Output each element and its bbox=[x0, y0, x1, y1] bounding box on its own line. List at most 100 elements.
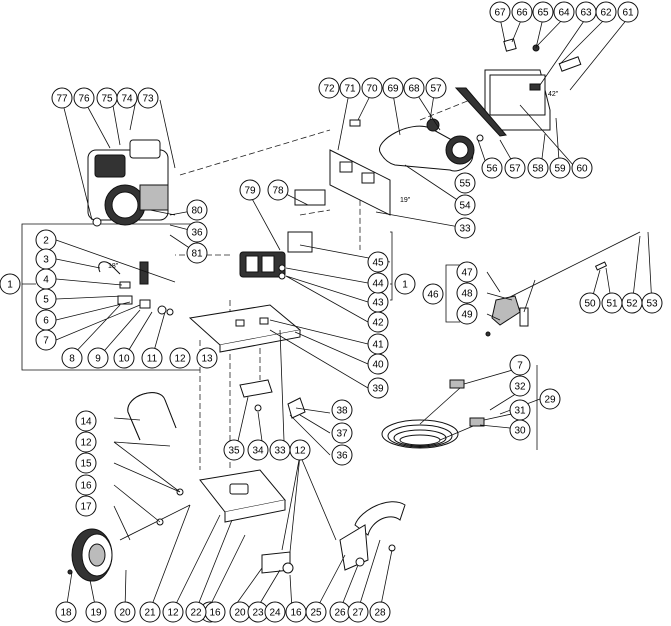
callout-68: 68 bbox=[403, 77, 425, 99]
callout-label: 74 bbox=[121, 94, 133, 105]
callout-circle bbox=[454, 217, 476, 239]
callout-52: 52 bbox=[621, 292, 643, 314]
belt-guard bbox=[454, 38, 582, 137]
callout-47: 47 bbox=[456, 261, 478, 283]
callout-label: 57 bbox=[430, 84, 442, 95]
callout-56: 56 bbox=[481, 157, 503, 179]
callout-circle bbox=[137, 87, 159, 109]
callout-circle bbox=[509, 354, 531, 376]
callout-label: 58 bbox=[532, 164, 544, 175]
callout-circle bbox=[456, 303, 478, 325]
callout-circle bbox=[456, 282, 478, 304]
callout-62: 62 bbox=[595, 1, 617, 23]
callout-circle bbox=[75, 474, 97, 496]
callout-77: 77 bbox=[51, 87, 73, 109]
callout-label: 9 bbox=[95, 354, 101, 365]
callout-10: 10 bbox=[113, 347, 135, 369]
callout-circle bbox=[114, 601, 136, 623]
callout-label: 49 bbox=[461, 310, 473, 321]
callout-76: 76 bbox=[73, 87, 95, 109]
callout-38: 38 bbox=[331, 399, 353, 421]
callout-57: 57 bbox=[425, 77, 447, 99]
callout-label: 36 bbox=[336, 451, 348, 462]
callout-circle bbox=[318, 77, 340, 99]
callout-label: 17 bbox=[80, 502, 92, 513]
callout-label: 12 bbox=[174, 354, 186, 365]
callout-circle bbox=[141, 347, 163, 369]
callout-label: 45 bbox=[372, 258, 384, 269]
callout-circle bbox=[367, 272, 389, 294]
callout-label: 12 bbox=[80, 438, 92, 449]
callout-50: 50 bbox=[579, 292, 601, 314]
callout-circle bbox=[347, 601, 369, 623]
wheel bbox=[67, 528, 113, 582]
callout-30: 30 bbox=[509, 419, 531, 441]
callout-circle bbox=[539, 388, 561, 410]
callout-48: 48 bbox=[456, 282, 478, 304]
callout-label: 36 bbox=[191, 228, 203, 239]
callout-55: 55 bbox=[454, 172, 476, 194]
callout-circle bbox=[87, 347, 109, 369]
group-bracket-pump bbox=[390, 231, 393, 301]
callout-78: 78 bbox=[267, 179, 289, 201]
callout-label: 23 bbox=[252, 608, 264, 619]
callout-29: 29 bbox=[539, 388, 561, 410]
cart-frame bbox=[119, 469, 286, 541]
callout-circle bbox=[454, 172, 476, 194]
callout-65: 65 bbox=[532, 1, 554, 23]
callout-41: 41 bbox=[367, 333, 389, 355]
callout-label: 47 bbox=[461, 268, 473, 279]
callout-label: 24 bbox=[269, 608, 281, 619]
callout-circle bbox=[35, 329, 57, 351]
callout-6: 6 bbox=[35, 309, 57, 331]
callout-label: 11 bbox=[147, 354, 158, 365]
callout-45: 45 bbox=[367, 251, 389, 273]
callout-label: 33 bbox=[274, 446, 286, 457]
callout-circle bbox=[186, 221, 208, 243]
callout-39: 39 bbox=[367, 377, 389, 399]
pump-assembly bbox=[239, 231, 313, 280]
callout-label: 77 bbox=[56, 94, 68, 105]
callout-circle bbox=[617, 1, 639, 23]
callout-circle bbox=[504, 157, 526, 179]
callout-label: 20 bbox=[119, 608, 131, 619]
callout-circle bbox=[186, 242, 208, 264]
callout-label: 75 bbox=[101, 94, 113, 105]
callout-13: 13 bbox=[196, 347, 218, 369]
callout-12: 12 bbox=[289, 439, 311, 461]
callout-circle bbox=[35, 288, 57, 310]
callout-31: 31 bbox=[509, 399, 531, 421]
callout-11: 11 bbox=[141, 347, 163, 369]
callout-label: 18 bbox=[60, 608, 72, 619]
callout-35: 35 bbox=[223, 439, 245, 461]
callout-label: 68 bbox=[408, 84, 420, 95]
callout-label: 80 bbox=[191, 206, 203, 217]
callout-label: 39 bbox=[372, 384, 384, 395]
callout-label: 8 bbox=[69, 354, 75, 365]
hose-length-note: 18" bbox=[108, 263, 119, 270]
callout-circle bbox=[0, 273, 21, 295]
callout-circle bbox=[55, 601, 77, 623]
callout-19: 19 bbox=[85, 601, 107, 623]
callout-label: 31 bbox=[514, 406, 526, 417]
callout-27: 27 bbox=[347, 601, 369, 623]
callout-label: 33 bbox=[459, 224, 471, 235]
callout-circle bbox=[456, 261, 478, 283]
callout-circle bbox=[75, 495, 97, 517]
callout-label: 2 bbox=[43, 236, 49, 247]
callout-circle bbox=[422, 283, 444, 305]
callout-74: 74 bbox=[116, 87, 138, 109]
callout-22: 22 bbox=[185, 601, 207, 623]
callout-label: 29 bbox=[544, 395, 556, 406]
callout-label: 55 bbox=[459, 179, 471, 190]
callout-circle bbox=[454, 194, 476, 216]
callout-label: 4 bbox=[43, 275, 49, 286]
callout-5: 5 bbox=[35, 288, 57, 310]
callout-label: 10 bbox=[118, 354, 130, 365]
callout-label: 70 bbox=[366, 84, 378, 95]
callout-label: 78 bbox=[272, 186, 284, 197]
callout-circle bbox=[247, 439, 269, 461]
callout-circle bbox=[305, 601, 327, 623]
callout-circle bbox=[269, 439, 291, 461]
callout-label: 27 bbox=[352, 608, 364, 619]
